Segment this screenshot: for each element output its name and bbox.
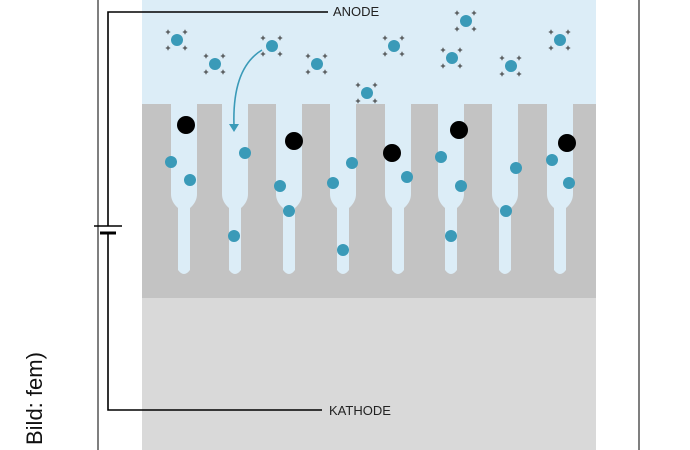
ion	[455, 180, 467, 192]
cation-icon	[499, 55, 522, 77]
cation-icon	[454, 10, 477, 32]
cathode-wire	[107, 233, 322, 411]
cation-icon	[260, 35, 283, 57]
porous-layer	[142, 104, 596, 298]
black-particle-icon	[450, 121, 468, 139]
pore	[222, 104, 248, 274]
ion	[239, 147, 251, 159]
cathode-label: KATHODE	[329, 403, 391, 418]
ion	[283, 205, 295, 217]
cation-ion	[361, 87, 373, 99]
black-particle-icon	[177, 116, 195, 134]
ion-migration-arrow	[233, 49, 263, 127]
pore	[171, 104, 197, 274]
cation-ion	[460, 15, 472, 27]
cation-icon	[203, 53, 226, 75]
cation-icon	[355, 82, 378, 104]
cation-icon	[382, 35, 405, 57]
pore-ions-group	[165, 147, 575, 256]
pore	[438, 104, 464, 274]
ion	[435, 151, 447, 163]
cation-ion	[311, 58, 323, 70]
ion	[346, 157, 358, 169]
cation-ion	[446, 52, 458, 64]
cation-ion	[171, 34, 183, 46]
cation-ion	[266, 40, 278, 52]
ion	[165, 156, 177, 168]
ion	[274, 180, 286, 192]
anode-label: ANODE	[333, 4, 380, 19]
ion	[546, 154, 558, 166]
pore	[492, 104, 518, 274]
pore	[330, 104, 356, 274]
cation-ion	[554, 34, 566, 46]
cation-icon	[165, 29, 188, 51]
ion	[337, 244, 349, 256]
cation-ion	[388, 40, 400, 52]
external-circuit	[94, 11, 328, 411]
particles-group	[177, 116, 576, 162]
anode-wire	[107, 11, 328, 226]
ion	[445, 230, 457, 242]
ion	[228, 230, 240, 242]
cation-icon	[305, 53, 328, 75]
cation-ion	[505, 60, 517, 72]
black-particle-icon	[285, 132, 303, 150]
black-particle-icon	[383, 144, 401, 162]
ion	[510, 162, 522, 174]
ion	[500, 205, 512, 217]
ion	[563, 177, 575, 189]
ion	[327, 177, 339, 189]
arrow-head	[229, 124, 239, 132]
ion	[401, 171, 413, 183]
cation-icon	[440, 47, 463, 69]
cations-group	[165, 10, 571, 104]
black-particle-icon	[558, 134, 576, 152]
substrate-region	[142, 298, 596, 450]
image-credit: Bild: fem)	[22, 352, 47, 445]
ion	[184, 174, 196, 186]
cation-icon	[548, 29, 571, 51]
cation-ion	[209, 58, 221, 70]
